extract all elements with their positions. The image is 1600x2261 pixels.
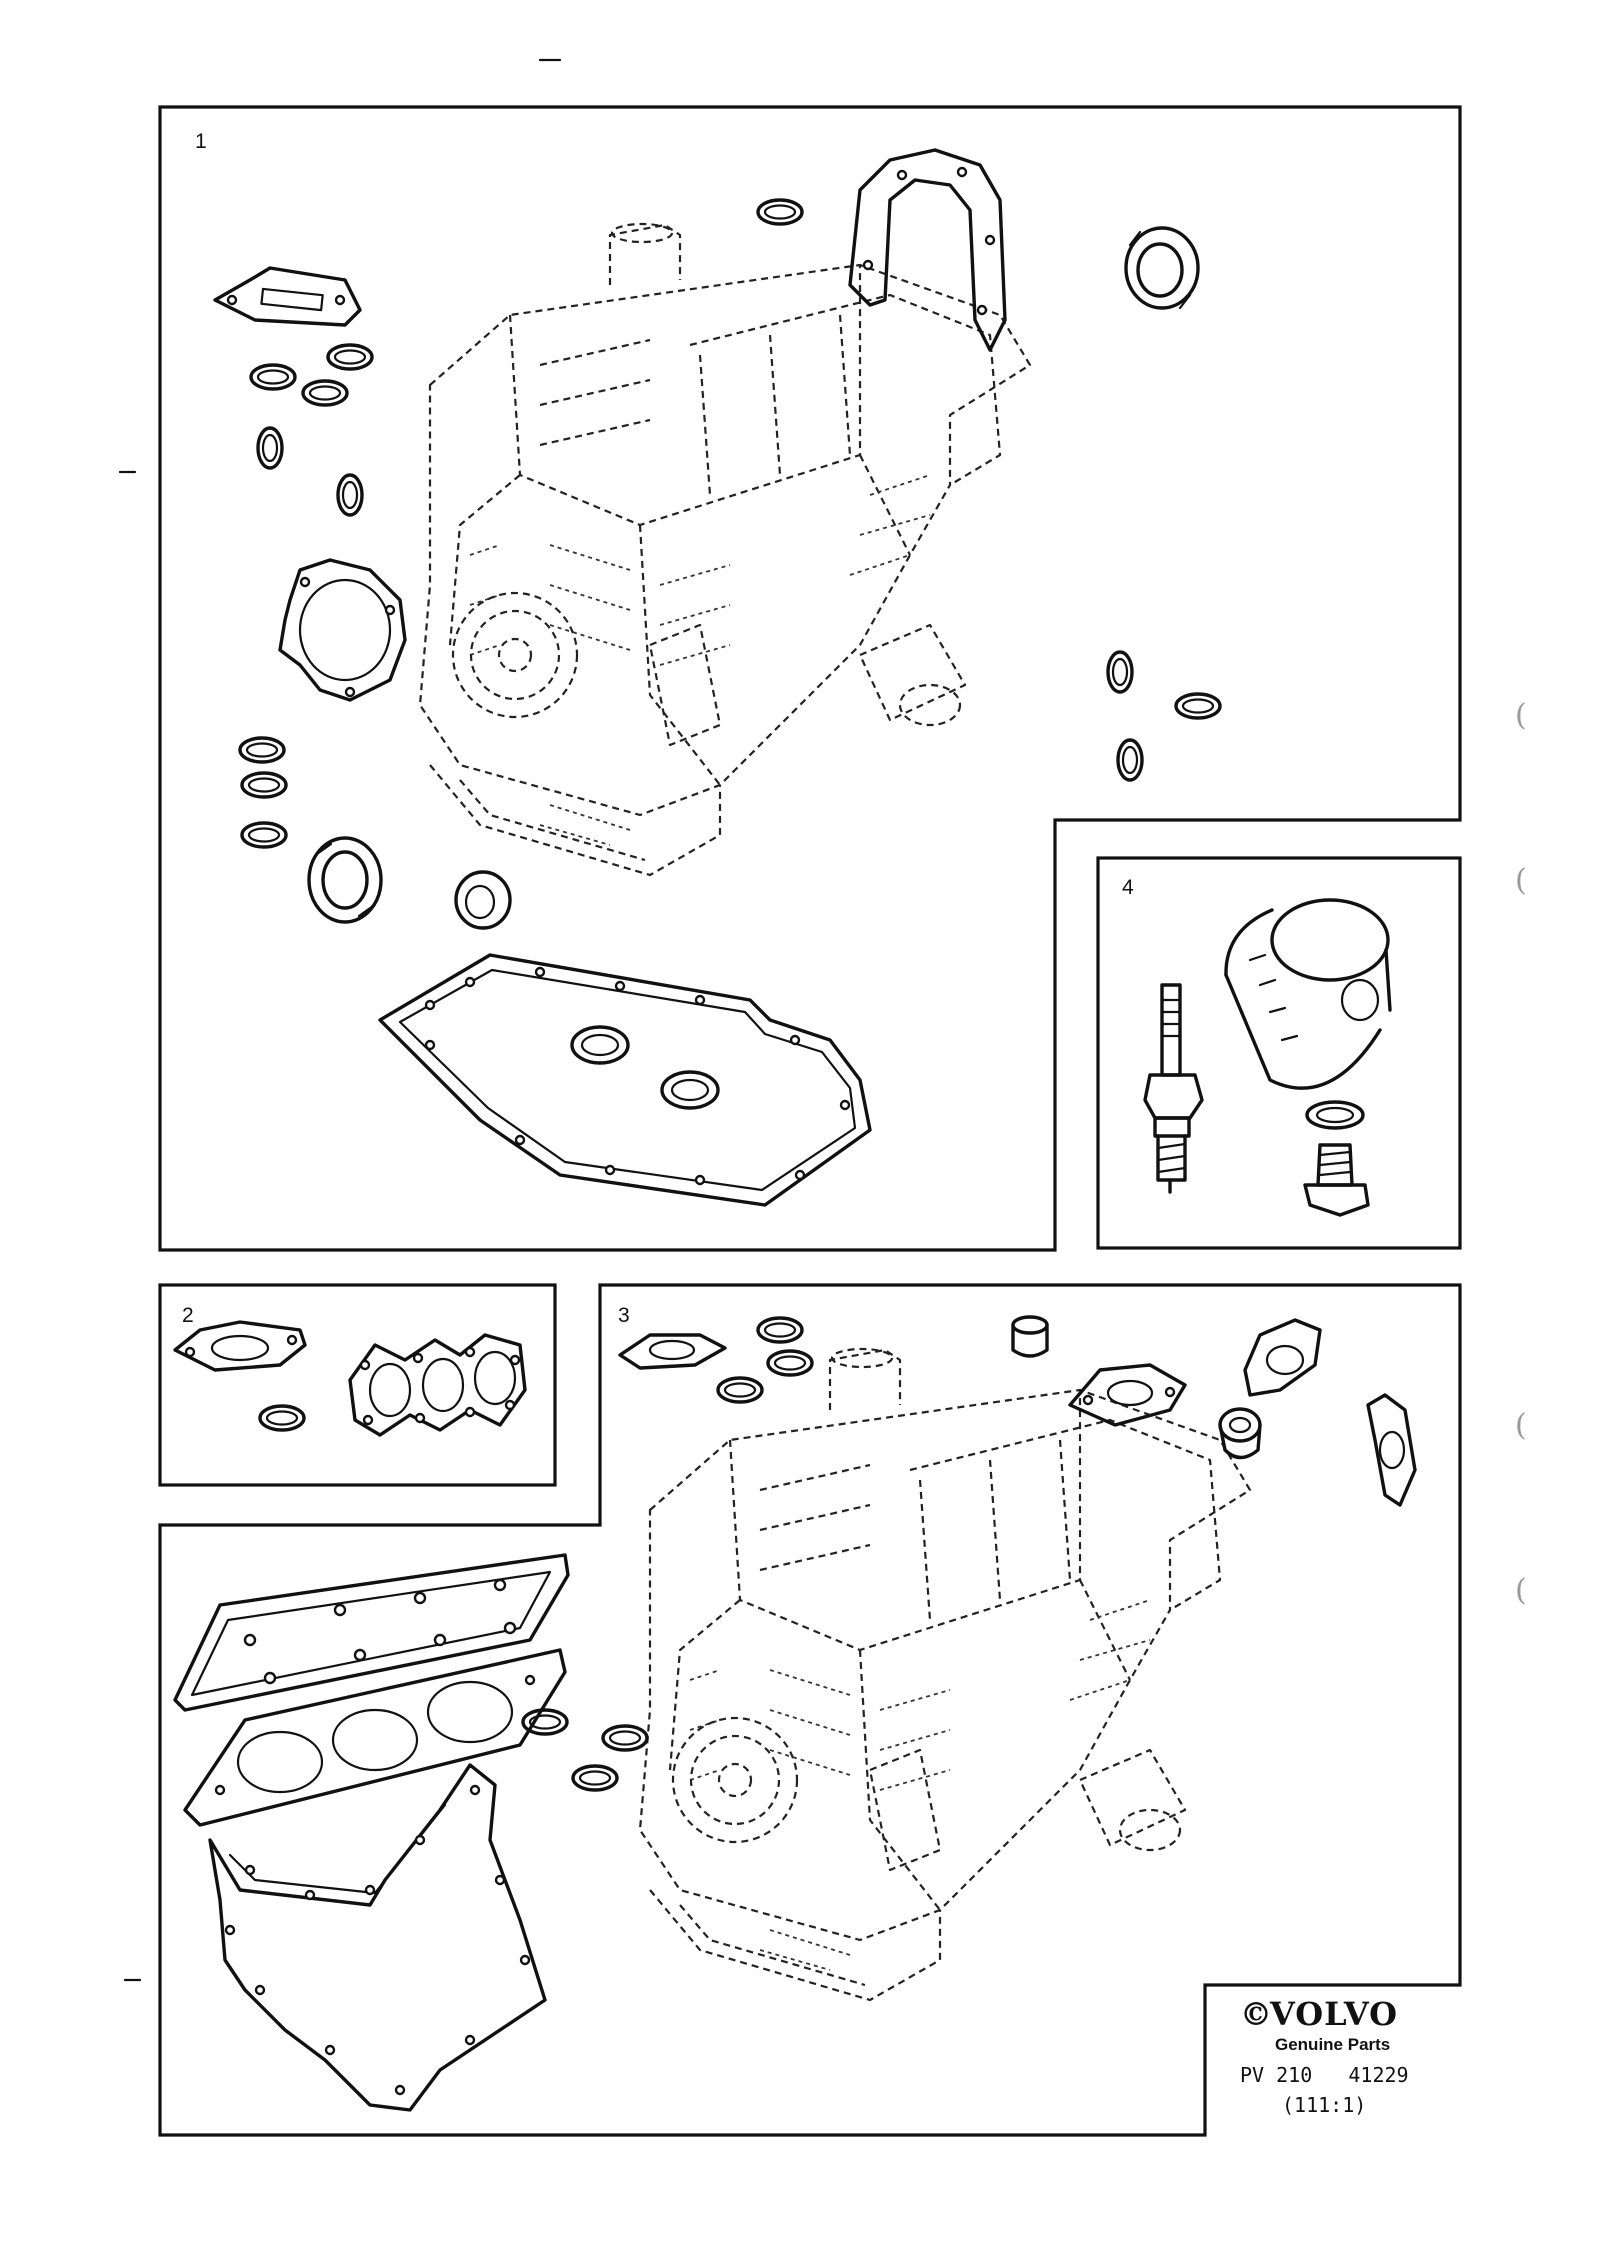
margin-marks: ( ( ( ( (118, 58, 1527, 1982)
oil-sump-gasket-icon (378, 953, 872, 1207)
o-ring-icon (1106, 650, 1134, 694)
cylinder-head-gasket-icon (183, 1648, 567, 1827)
flange-gasket-icon (618, 1333, 727, 1370)
o-ring-icon (1116, 738, 1144, 782)
thermostat-gasket-icon (1068, 1363, 1187, 1427)
volvo-genuine-parts-label: © VOLVO Genuine Parts PV 210 41229 (111:… (1240, 1995, 1409, 2117)
o-ring-icon (571, 1764, 619, 1792)
part-code: PV 210 41229 (1240, 2063, 1409, 2087)
o-ring-icon (258, 1404, 306, 1432)
engine-block-icon (638, 1347, 1252, 2002)
exhaust-flange-gasket-icon (173, 1320, 307, 1372)
o-ring-icon (240, 821, 288, 849)
panel-4-label: 4 (1122, 876, 1134, 899)
timing-cover-gasket-icon (848, 148, 1007, 352)
timing-cover-gasket-icon (208, 1763, 547, 2112)
panel-4-service-parts: 4 (1096, 856, 1462, 1250)
valve-cover-grommet-icon (1218, 1407, 1262, 1460)
exhaust-manifold-gasket-icon (348, 1333, 527, 1437)
crankshaft-seal-icon (307, 836, 383, 924)
engine-block-icon (418, 222, 1032, 877)
o-ring-icon (336, 473, 364, 517)
volvo-logo-text: VOLVO (1269, 1995, 1398, 2033)
intake-flange-gasket-icon (213, 266, 362, 327)
water-outlet-gasket-icon (1243, 1318, 1322, 1397)
o-ring-icon (521, 1708, 569, 1736)
panel-2-label: 2 (182, 1304, 194, 1327)
margin-mark: ( (1515, 863, 1527, 898)
o-ring-icon (756, 1316, 804, 1344)
cam-seal-icon (454, 870, 512, 930)
o-ring-icon (756, 198, 804, 226)
o-ring-icon (249, 363, 297, 391)
margin-mark: ( (1515, 1573, 1527, 1608)
copyright-symbol: © (1240, 1995, 1273, 2033)
side-flange-gasket-icon (1366, 1393, 1417, 1507)
water-pump-gasket-icon (278, 558, 407, 702)
valve-stem-seal-icon (1011, 1315, 1049, 1358)
o-ring-icon (301, 379, 349, 407)
o-ring-icon (716, 1376, 764, 1404)
spark-plug-icon (1143, 983, 1204, 1194)
panel-1-engine-gasket-set: 1 (158, 105, 1462, 1252)
oil-seal-icon (1124, 226, 1200, 310)
panel-2-exhaust-gaskets: 2 (158, 1283, 557, 1487)
o-ring-icon (601, 1724, 649, 1752)
margin-mark: ( (1515, 1408, 1527, 1443)
drain-plug-icon (1303, 1100, 1370, 1217)
cylinder-head-gasket-icon (173, 1553, 570, 1712)
scan-artifact (118, 58, 562, 1982)
o-ring-icon (1174, 692, 1222, 720)
oil-filter-icon (1224, 898, 1392, 1090)
panel-1-label: 1 (195, 130, 207, 153)
margin-mark: ( (1515, 698, 1527, 733)
o-ring-icon (238, 736, 286, 764)
o-ring-icon (256, 426, 284, 470)
drawing-reference: (111:1) (1282, 2093, 1366, 2117)
panel-3-label: 3 (618, 1304, 630, 1327)
o-ring-icon (766, 1349, 814, 1377)
panel-3-head-gasket-set: 3 (158, 1283, 1462, 2137)
genuine-parts-text: Genuine Parts (1275, 2035, 1390, 2054)
o-ring-icon (240, 771, 288, 799)
o-ring-icon (326, 343, 374, 371)
